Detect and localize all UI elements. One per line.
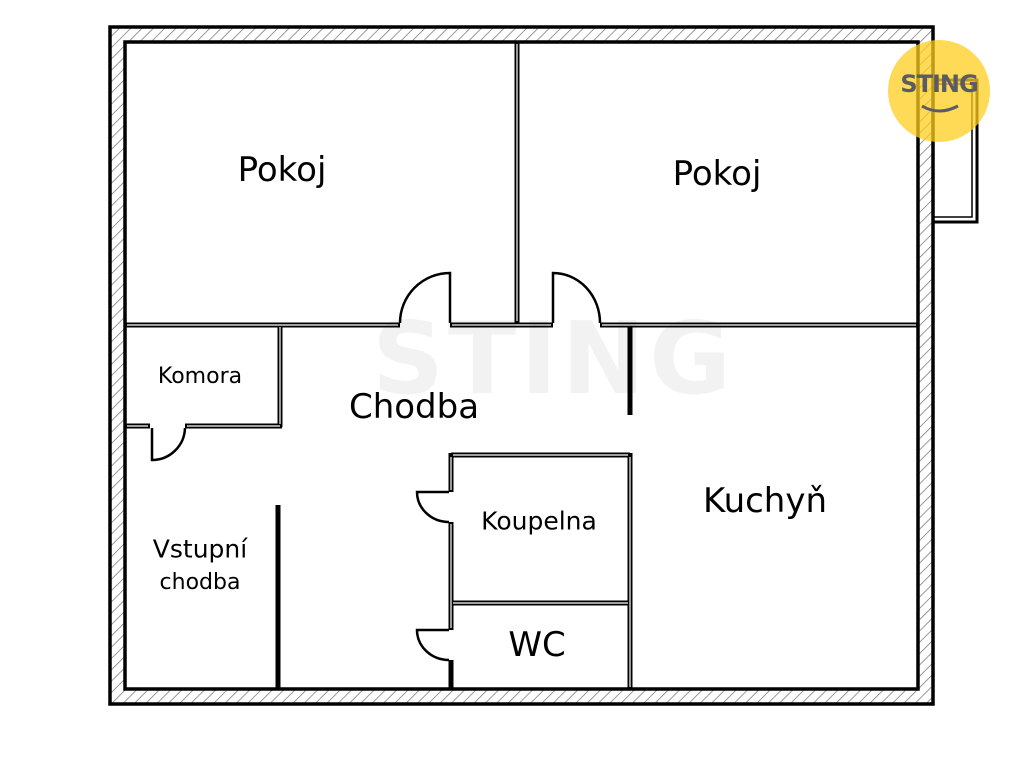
door-koupelna	[415, 490, 450, 524]
sting-logo: STING	[888, 40, 990, 142]
interior-walls	[125, 42, 918, 689]
outer-walls	[108, 25, 935, 706]
room-label-pokoj-right: Pokoj	[672, 154, 762, 194]
door-pokoj-right	[551, 271, 602, 324]
watermark: STING	[372, 300, 736, 417]
room-label-kuchyn: Kuchyň	[702, 481, 828, 521]
room-label-wc: WC	[508, 625, 566, 665]
door-komora	[150, 427, 187, 462]
smile-icon	[921, 104, 959, 113]
room-label-chodba: Chodba	[348, 387, 480, 427]
door-pokoj-left	[398, 271, 452, 324]
logo-text: STING	[900, 70, 978, 98]
room-label-koupelna: Koupelna	[481, 506, 597, 536]
room-label-komora: Komora	[157, 364, 243, 389]
room-label-vstupni-chodba: chodba	[159, 570, 241, 595]
door-wc	[415, 628, 450, 662]
room-label-pokoj-left: Pokoj	[237, 150, 327, 190]
room-label-vstupni: Vstupní	[152, 534, 248, 564]
